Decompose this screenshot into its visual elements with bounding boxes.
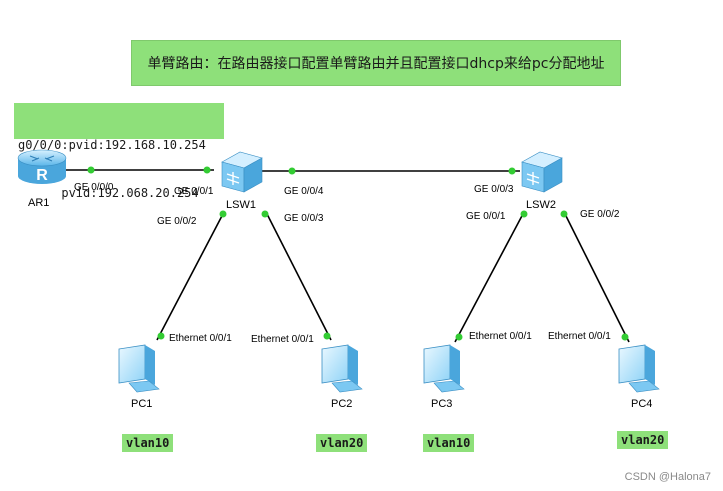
port-dot — [560, 210, 568, 218]
link-lsw1-pc2 — [265, 211, 332, 341]
port-dot — [261, 210, 269, 218]
device-label-pc2: PC2 — [331, 398, 353, 410]
port-label-pc4-eth: Ethernet 0/0/1 — [548, 331, 611, 342]
port-dot — [455, 333, 463, 341]
pc-icon[interactable] — [618, 344, 660, 393]
vlan-tag-pc2: vlan20 — [316, 434, 368, 452]
port-label-lsw1-g001: GE 0/0/1 — [174, 186, 214, 197]
port-dot — [219, 210, 227, 218]
port-dot — [87, 166, 95, 174]
router-icon[interactable]: R — [17, 149, 67, 184]
pc-icon[interactable] — [423, 344, 465, 393]
port-dot — [520, 210, 528, 218]
port-label-lsw1-g003: GE 0/0/3 — [284, 213, 324, 224]
router-pvid-note: g0/0/0:pvid:192.168.10.254 pvid:192.068.… — [14, 103, 224, 200]
port-dot — [288, 167, 296, 175]
port-label-pc1-eth: Ethernet 0/0/1 — [169, 333, 232, 344]
port-dots — [87, 166, 629, 341]
port-dot — [621, 333, 629, 341]
port-label-lsw2-g002: GE 0/0/2 — [580, 209, 620, 220]
port-label-ar1-g000: GE 0/0/0 — [74, 182, 114, 193]
vlan-tag-pc4: vlan20 — [617, 431, 669, 449]
pvid-line-2: pvid:192.068.20.254 — [18, 186, 199, 200]
port-dot — [157, 332, 165, 340]
links — [66, 169, 630, 343]
switch-icon[interactable] — [521, 151, 563, 193]
port-dot — [508, 167, 516, 175]
svg-text:R: R — [36, 167, 48, 184]
device-label-pc1: PC1 — [131, 398, 153, 410]
device-label-pc3: PC3 — [431, 398, 453, 410]
pvid-line-1: g0/0/0:pvid:192.168.10.254 — [18, 138, 206, 152]
port-label-lsw2-g003: GE 0/0/3 — [474, 184, 514, 195]
port-label-lsw1-g004: GE 0/0/4 — [284, 186, 324, 197]
port-label-lsw1-g002: GE 0/0/2 — [157, 216, 197, 227]
link-lsw2-pc4 — [563, 211, 630, 343]
port-label-lsw2-g001: GE 0/0/1 — [466, 211, 506, 222]
vlan-tag-pc1: vlan10 — [122, 434, 174, 452]
pc-icon[interactable] — [321, 344, 363, 393]
device-label-pc4: PC4 — [631, 398, 653, 410]
vlan-tag-pc3: vlan10 — [423, 434, 475, 452]
link-lsw2-pc3 — [454, 211, 525, 343]
link-lsw1-pc1 — [156, 211, 225, 341]
device-label-lsw1: LSW1 — [226, 199, 256, 211]
port-label-pc3-eth: Ethernet 0/0/1 — [469, 331, 532, 342]
port-dot — [323, 332, 331, 340]
port-dot — [203, 166, 211, 174]
switch-icon[interactable] — [221, 151, 263, 193]
port-label-pc2-eth: Ethernet 0/0/1 — [251, 334, 314, 345]
device-label-lsw2: LSW2 — [526, 199, 556, 211]
watermark: CSDN @Halona7 — [624, 471, 711, 483]
device-label-ar1: AR1 — [28, 197, 50, 209]
pc-icon[interactable] — [118, 344, 160, 393]
title-note: 单臂路由：在路由器接口配置单臂路由并且配置接口dhcp来给pc分配地址 — [131, 40, 621, 86]
